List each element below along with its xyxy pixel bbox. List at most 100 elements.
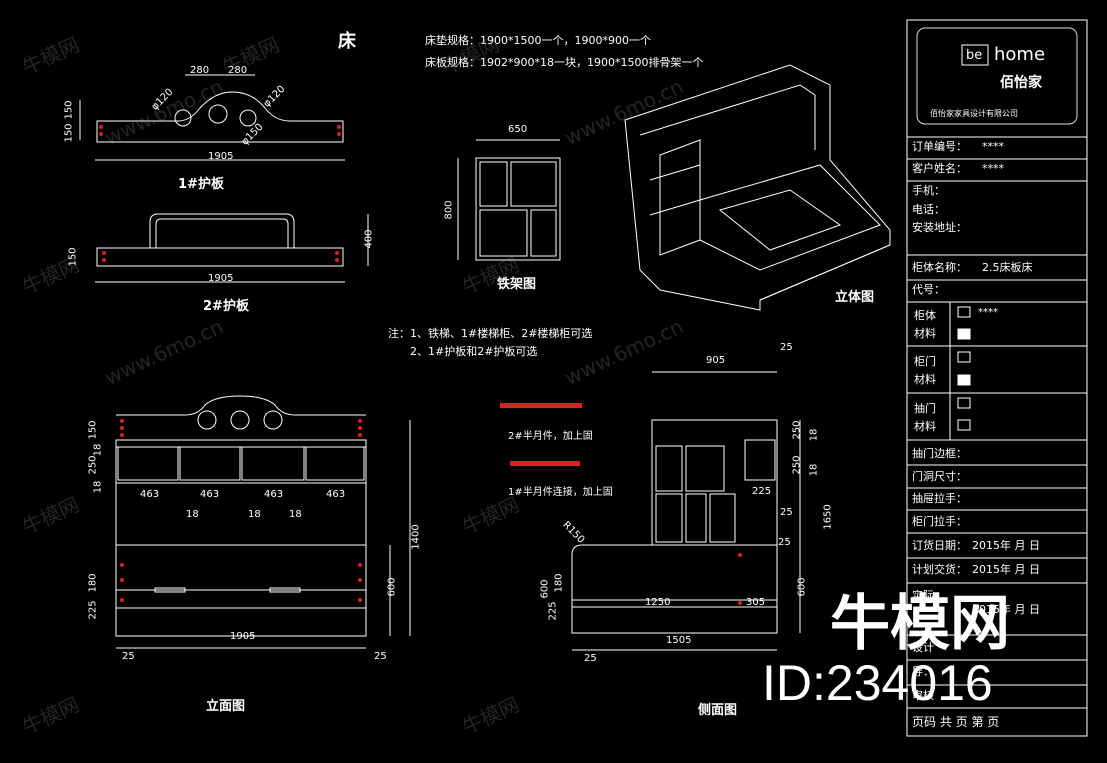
guard-2-label: 2#护板 bbox=[203, 299, 249, 314]
dim-label: 18 bbox=[289, 509, 302, 520]
dim-label: 250 bbox=[791, 455, 803, 475]
page-line: 页码 共 页 第 页 bbox=[912, 715, 1000, 729]
guard-board-1 bbox=[79, 74, 345, 161]
plan-date-label: 计划交货： bbox=[912, 563, 967, 576]
dim-label: 250 bbox=[87, 455, 99, 475]
dim-label: 18 bbox=[92, 443, 104, 457]
dim-label: 1400 bbox=[410, 524, 422, 550]
guard-board-2 bbox=[95, 213, 369, 283]
draw-label: 导： bbox=[912, 665, 934, 678]
titleblock-row-label: 客户姓名： bbox=[912, 162, 967, 175]
dim-label: 280 bbox=[190, 65, 210, 76]
dim-label: 25 bbox=[780, 507, 793, 518]
isometric-view bbox=[624, 64, 891, 311]
actual-date: 2015年 月 日 bbox=[972, 603, 1040, 616]
part-1-label: 2#半月件，加上固 bbox=[508, 431, 593, 442]
titleblock-row-label: 柜体名称： bbox=[912, 261, 967, 274]
door-size: 门洞尺寸： bbox=[912, 470, 967, 483]
dim-label: 600 bbox=[796, 577, 808, 597]
order-date-label: 订货日期： bbox=[912, 539, 967, 552]
mat-cabinet-a: 柜体 bbox=[914, 309, 936, 322]
dim-label: 1505 bbox=[666, 635, 692, 646]
dim-label: 150 bbox=[63, 123, 75, 143]
design-label: 设计 bbox=[912, 641, 934, 654]
titleblock-row-label: 电话： bbox=[912, 203, 945, 216]
titleblock-row-label: 订单编号： bbox=[912, 140, 967, 153]
brand-mark: be bbox=[966, 48, 983, 63]
dim-label: 463 bbox=[200, 489, 220, 500]
titleblock-row-value: **** bbox=[982, 140, 1004, 153]
dim-label: 463 bbox=[326, 489, 346, 500]
drawing-title: 床 bbox=[338, 31, 356, 52]
mat-cabinet-value: **** bbox=[978, 307, 998, 318]
dim-label: 150 bbox=[87, 420, 99, 440]
check-label: 审核 bbox=[912, 689, 934, 702]
watermark-id: ID:234016 bbox=[762, 655, 993, 711]
dim-label: 905 bbox=[706, 355, 726, 366]
dim-label: 1905 bbox=[230, 631, 256, 642]
dim-label: 150 bbox=[63, 100, 75, 120]
dim-label: 463 bbox=[140, 489, 160, 500]
dim-label: 600 bbox=[539, 579, 551, 599]
title-block-grid bbox=[906, 19, 1088, 737]
brand-cn: 佰怡家 bbox=[1000, 75, 1042, 91]
dim-label: 1650 bbox=[822, 504, 834, 530]
dim-label: 305 bbox=[746, 597, 766, 608]
titleblock-row-value: **** bbox=[982, 162, 1004, 175]
drawer-handle: 抽屉拉手： bbox=[912, 492, 967, 505]
side-elevation-label: 侧面图 bbox=[698, 703, 738, 718]
dim-label: 1905 bbox=[208, 273, 234, 284]
screw-marks bbox=[99, 125, 742, 605]
dim-label: 225 bbox=[752, 486, 772, 497]
dim-label: 25 bbox=[122, 651, 135, 662]
spec-line-2: 床板规格：1902*900*18一块，1900*1500排骨架一个 bbox=[425, 56, 704, 69]
dim-label: 280 bbox=[228, 65, 248, 76]
dim-label: 18 bbox=[92, 480, 104, 494]
titleblock-row-label: 手机： bbox=[912, 184, 945, 197]
door-handle: 柜门拉手： bbox=[912, 515, 967, 528]
dim-label: 25 bbox=[584, 653, 597, 664]
dim-label: 25 bbox=[778, 537, 791, 548]
dim-label: 180 bbox=[87, 573, 99, 593]
actual-label: 实际 bbox=[912, 589, 934, 602]
mat-drawer-b: 材料 bbox=[914, 420, 936, 433]
dim-label: 250 bbox=[791, 420, 803, 440]
frame-label: 铁架图 bbox=[497, 277, 537, 292]
front-elevation bbox=[115, 395, 411, 649]
guard-1-label: 1#护板 bbox=[178, 177, 224, 192]
note-2: 2、1#护板和2#护板可选 bbox=[410, 345, 538, 358]
part-2-label: 1#半月件连接，加上固 bbox=[508, 487, 613, 498]
note-1: 注：1、铁梯、1#楼梯柜、2#楼梯柜可选 bbox=[388, 327, 593, 340]
mat-cabinet-b: 材料 bbox=[914, 327, 936, 340]
dim-label: 25 bbox=[780, 342, 793, 353]
company-name: 佰怡家家具设计有限公司 bbox=[930, 109, 1018, 118]
dim-label: 225 bbox=[547, 601, 559, 621]
dim-label: 18 bbox=[186, 509, 199, 520]
dim-label: 18 bbox=[248, 509, 261, 520]
plan-date: 2015年 月 日 bbox=[972, 563, 1040, 576]
dim-label: 400 bbox=[363, 229, 375, 249]
titleblock-row-label: 安装地址： bbox=[912, 221, 967, 234]
door-edge: 抽门边框： bbox=[912, 447, 967, 460]
mat-door-a: 柜门 bbox=[914, 355, 936, 368]
dim-label: 1250 bbox=[645, 597, 671, 608]
dim-label: 225 bbox=[87, 600, 99, 620]
side-elevation bbox=[571, 371, 801, 651]
dim-label: 1905 bbox=[208, 151, 234, 162]
spec-line-1: 床垫规格：1900*1500一个，1900*900一个 bbox=[425, 34, 651, 47]
order-date: 2015年 月 日 bbox=[972, 539, 1040, 552]
titleblock-row-label: 代号： bbox=[912, 283, 945, 296]
dim-label: 650 bbox=[508, 124, 528, 135]
mat-door-b: 材料 bbox=[914, 373, 936, 386]
dim-label: 180 bbox=[553, 573, 565, 593]
titleblock-row-value: 2.5床板床 bbox=[982, 261, 1033, 274]
dim-label: 25 bbox=[374, 651, 387, 662]
brand-name: home bbox=[994, 44, 1046, 65]
brand-logo-box bbox=[916, 27, 1078, 125]
dim-label: 600 bbox=[386, 577, 398, 597]
front-elevation-label: 立面图 bbox=[206, 699, 246, 714]
dim-label: 18 bbox=[808, 463, 820, 477]
dim-label: 18 bbox=[808, 428, 820, 442]
iso-label: 立体图 bbox=[835, 290, 875, 305]
